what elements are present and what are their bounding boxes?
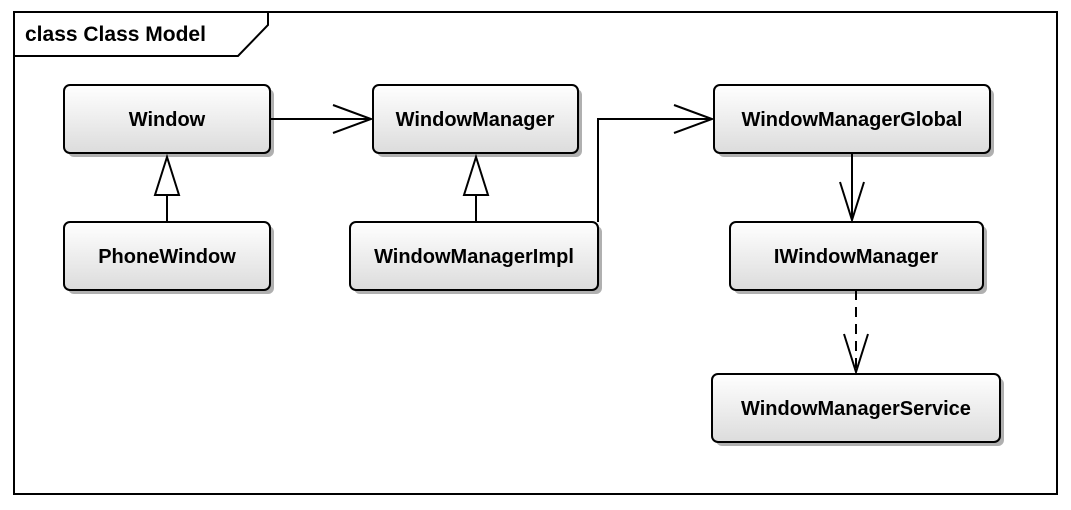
association-impl-global: [597, 104, 715, 222]
class-window-manager-label: WindowManager: [396, 109, 555, 131]
generalization-impl-windowmanager: [462, 153, 490, 222]
open-arrowhead: [843, 333, 869, 376]
open-arrowhead: [839, 181, 865, 224]
hollow-triangle-arrowhead: [462, 153, 490, 196]
dependency-iwindowmanager-service: [843, 290, 869, 376]
class-window-manager-impl[interactable]: WindowManagerImpl: [349, 221, 602, 294]
association-window-windowmanager: [270, 104, 374, 134]
class-window-label: Window: [129, 109, 206, 131]
class-phone-window-label: PhoneWindow: [98, 246, 236, 268]
class-window-manager-global-label: WindowManagerGlobal: [742, 109, 963, 131]
class-i-window-manager[interactable]: IWindowManager: [729, 221, 987, 294]
open-arrowhead: [332, 104, 374, 134]
frame-title-tab: [13, 11, 269, 57]
class-window-manager-impl-label: WindowManagerImpl: [374, 246, 574, 268]
class-window-manager-service[interactable]: WindowManagerService: [711, 373, 1004, 446]
class-window-manager-service-label: WindowManagerService: [741, 398, 971, 420]
class-phone-window[interactable]: PhoneWindow: [63, 221, 274, 294]
generalization-phonewindow-window: [153, 153, 181, 222]
class-window[interactable]: Window: [63, 84, 274, 157]
open-arrowhead: [673, 104, 715, 134]
class-window-manager[interactable]: WindowManager: [372, 84, 582, 157]
frame-title: class Class Model: [25, 23, 206, 46]
class-i-window-manager-label: IWindowManager: [774, 246, 938, 268]
class-window-manager-global[interactable]: WindowManagerGlobal: [713, 84, 994, 157]
hollow-triangle-arrowhead: [153, 153, 181, 196]
association-global-iwindowmanager: [839, 153, 865, 224]
